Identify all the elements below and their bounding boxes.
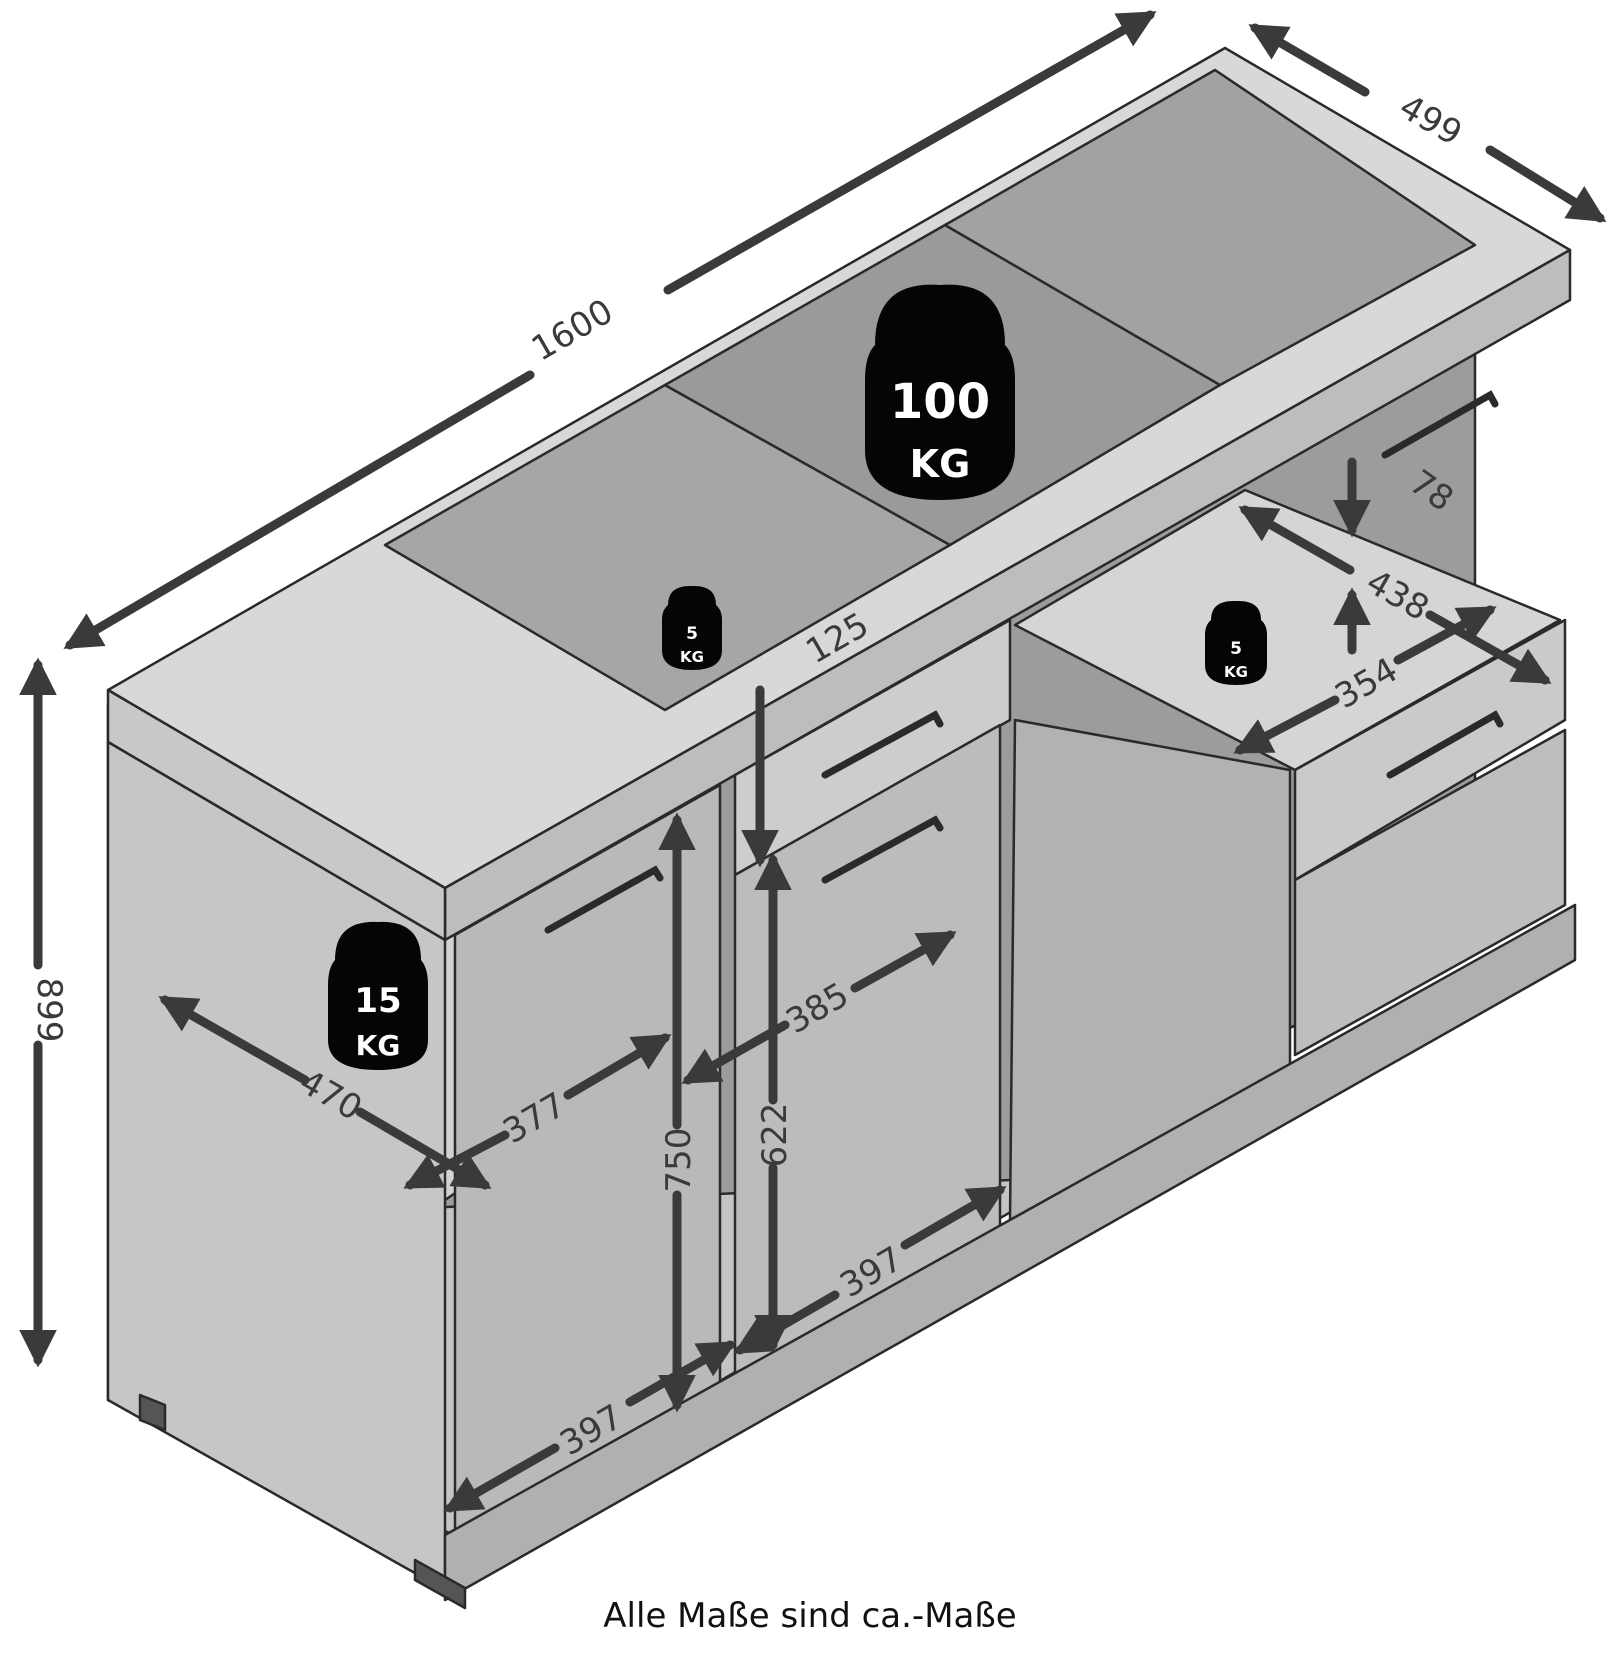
top-compartment-3 bbox=[943, 68, 1477, 387]
handle-left-door bbox=[544, 865, 664, 934]
arrow-397-mid-b bbox=[900, 1185, 1007, 1250]
weight-value-5-left: 5 bbox=[686, 624, 698, 644]
arrow-397-left-a bbox=[443, 1443, 560, 1513]
weight-15kg: 15 KG bbox=[328, 921, 428, 1070]
arrow-438-b bbox=[1425, 610, 1552, 685]
arrow-397-left-b bbox=[625, 1340, 737, 1407]
weight-icon-15kg bbox=[328, 921, 428, 1070]
label-depth: 499 bbox=[1392, 87, 1468, 154]
arrow-354-b bbox=[1393, 605, 1497, 665]
foot-back bbox=[138, 1393, 167, 1432]
handles bbox=[544, 390, 1504, 934]
weight-unit-15: KG bbox=[356, 1029, 401, 1062]
weight-5kg-left: 5 KG bbox=[662, 585, 722, 670]
label-height: 899 bbox=[29, 978, 69, 1043]
arrow-depth-a bbox=[1248, 23, 1370, 97]
dimension-arrows bbox=[19, 10, 1607, 1513]
arrow-377-a bbox=[403, 1130, 510, 1190]
weight-icon-5kg-right bbox=[1205, 600, 1267, 685]
weight-value-5-right: 5 bbox=[1230, 639, 1242, 659]
weight-value-100: 100 bbox=[890, 374, 990, 430]
weight-icon-100kg bbox=[865, 284, 1015, 500]
handle-middle-door bbox=[821, 815, 944, 884]
right-lower-compartment bbox=[1293, 728, 1567, 1057]
arrow-470-a bbox=[158, 995, 310, 1085]
label-door-height-small: 622 bbox=[755, 1103, 795, 1168]
arrow-377-b bbox=[563, 1033, 672, 1100]
arrow-width-b bbox=[663, 10, 1157, 295]
weight-100kg: 100 KG bbox=[865, 284, 1015, 500]
arrow-354-a bbox=[1233, 695, 1340, 755]
arrow-depth-b bbox=[1485, 145, 1607, 223]
arrow-438-a bbox=[1238, 505, 1355, 575]
cabinet bbox=[106, 46, 1577, 1610]
right-pulled-drawer bbox=[1013, 488, 1562, 772]
arrow-397-mid-a bbox=[733, 1290, 840, 1355]
arrow-470-b bbox=[355, 1107, 492, 1190]
arrow-385-b bbox=[850, 930, 957, 993]
weight-5kg-right: 5 KG bbox=[1205, 600, 1267, 685]
weight-icon-5kg-left bbox=[662, 585, 722, 670]
handle-right-upper bbox=[1381, 390, 1499, 459]
measurement-disclaimer: Alle Maße sind ca.-Maße bbox=[603, 1596, 1017, 1636]
foot-left bbox=[413, 1558, 467, 1610]
weight-unit-5-left: KG bbox=[680, 648, 704, 666]
handle-right-drawer bbox=[1386, 710, 1504, 779]
handle-middle-drawer bbox=[821, 710, 944, 779]
weight-unit-100: KG bbox=[910, 442, 971, 486]
label-width: 1600 bbox=[525, 292, 620, 370]
weight-value-15: 15 bbox=[354, 981, 401, 1021]
weight-unit-5-right: KG bbox=[1224, 663, 1248, 681]
label-door-height: 750 bbox=[659, 1128, 699, 1193]
arrow-width-a bbox=[63, 370, 535, 650]
